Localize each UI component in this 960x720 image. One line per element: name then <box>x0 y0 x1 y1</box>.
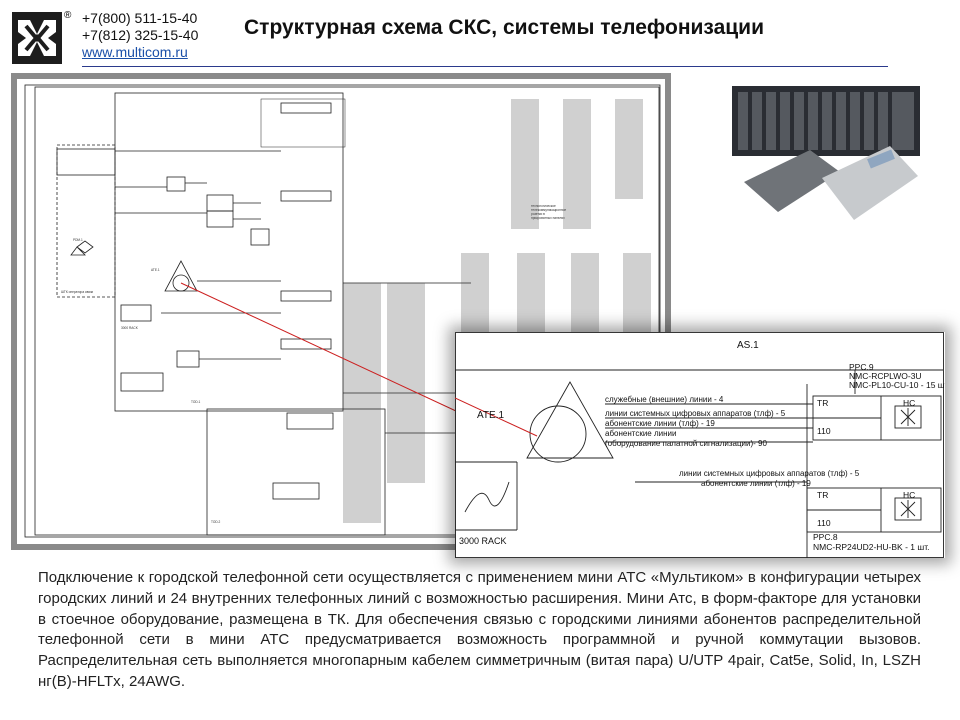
website-link[interactable]: www.multicom.ru <box>82 44 188 60</box>
ppc9-model-2: NMC-PL10-CU-10 - 15 шт. <box>849 380 945 390</box>
hc-label-bottom: HC <box>903 490 915 500</box>
line-ward-signal: (оборудование палатной сигнализации)- 90 <box>605 439 767 448</box>
hc-label-top: HC <box>903 398 915 408</box>
phone-2: +7(812) 325-15-40 <box>82 27 199 43</box>
ppc8-model: NMC-RP24UD2-HU-BK - 1 шт. <box>813 542 930 552</box>
phone-1: +7(800) 511-15-40 <box>82 10 198 26</box>
svg-text:технологическое: технологическое <box>531 204 556 208</box>
pbx-equipment-photo-icon <box>732 86 920 220</box>
tr-label-bottom: TR <box>817 490 828 500</box>
svg-text:ATE.1: ATE.1 <box>151 268 160 272</box>
rack-label: 3000 RACK <box>459 536 507 546</box>
line-subscriber-bottom: абонентские линии (тлф) - 19 <box>701 479 811 488</box>
ppc9-label: PPC.9 <box>849 362 874 372</box>
registered-mark: ® <box>64 10 72 21</box>
svg-text:PDM.1: PDM.1 <box>73 238 83 242</box>
as-label: AS.1 <box>737 340 759 351</box>
svg-text:ШТК оператора связи: ШТК оператора связи <box>61 290 93 294</box>
zoom-detail-drawing: AS.1 ATE.1 3000 RACK PPC.9 NMC-RCPLWO-3U… <box>454 332 950 558</box>
line-subscriber-top: абонентские линии (тлф) - 19 <box>605 419 715 428</box>
svg-text:3000 RACK: 3000 RACK <box>121 326 139 330</box>
svg-text:TOD.1: TOD.1 <box>191 400 201 404</box>
multicom-logo-icon <box>12 12 62 64</box>
header-divider <box>82 66 888 67</box>
desk-phone-icon <box>744 146 918 220</box>
ate-label: ATE.1 <box>477 410 504 421</box>
svg-text:телекоммуникационное: телекоммуникационное <box>531 208 566 212</box>
zoom-detail-panel: AS.1 ATE.1 3000 RACK PPC.9 NMC-RCPLWO-3U… <box>454 332 950 558</box>
contacts-block: +7(800) 511-15-40 +7(812) 325-15-40 www.… <box>82 10 198 61</box>
page-title: Структурная схема СКС, системы телефониз… <box>244 16 765 39</box>
line-digital-top: линии системных цифровых аппаратов (тлф)… <box>605 409 786 418</box>
line-service: служебные (внешние) линии - 4 <box>605 395 724 404</box>
svg-text:TOD.2: TOD.2 <box>211 520 221 524</box>
num-110-top: 110 <box>817 426 831 436</box>
ppc9-model-1: NMC-RCPLWO-3U <box>849 371 922 381</box>
line-subscriber-2: абонентские линии <box>605 429 676 438</box>
svg-text:прикроватных панелях: прикроватных панелях <box>531 216 565 220</box>
description-text: Подключение к городской телефонной сети … <box>38 569 921 690</box>
tr-label-top: TR <box>817 398 828 408</box>
line-digital-bottom: линии системных цифровых аппаратов (тлф)… <box>679 469 860 478</box>
svg-text:розетки в: розетки в <box>531 212 545 216</box>
ppc8-label: PPC.8 <box>813 532 838 542</box>
num-110-bottom: 110 <box>817 518 831 528</box>
